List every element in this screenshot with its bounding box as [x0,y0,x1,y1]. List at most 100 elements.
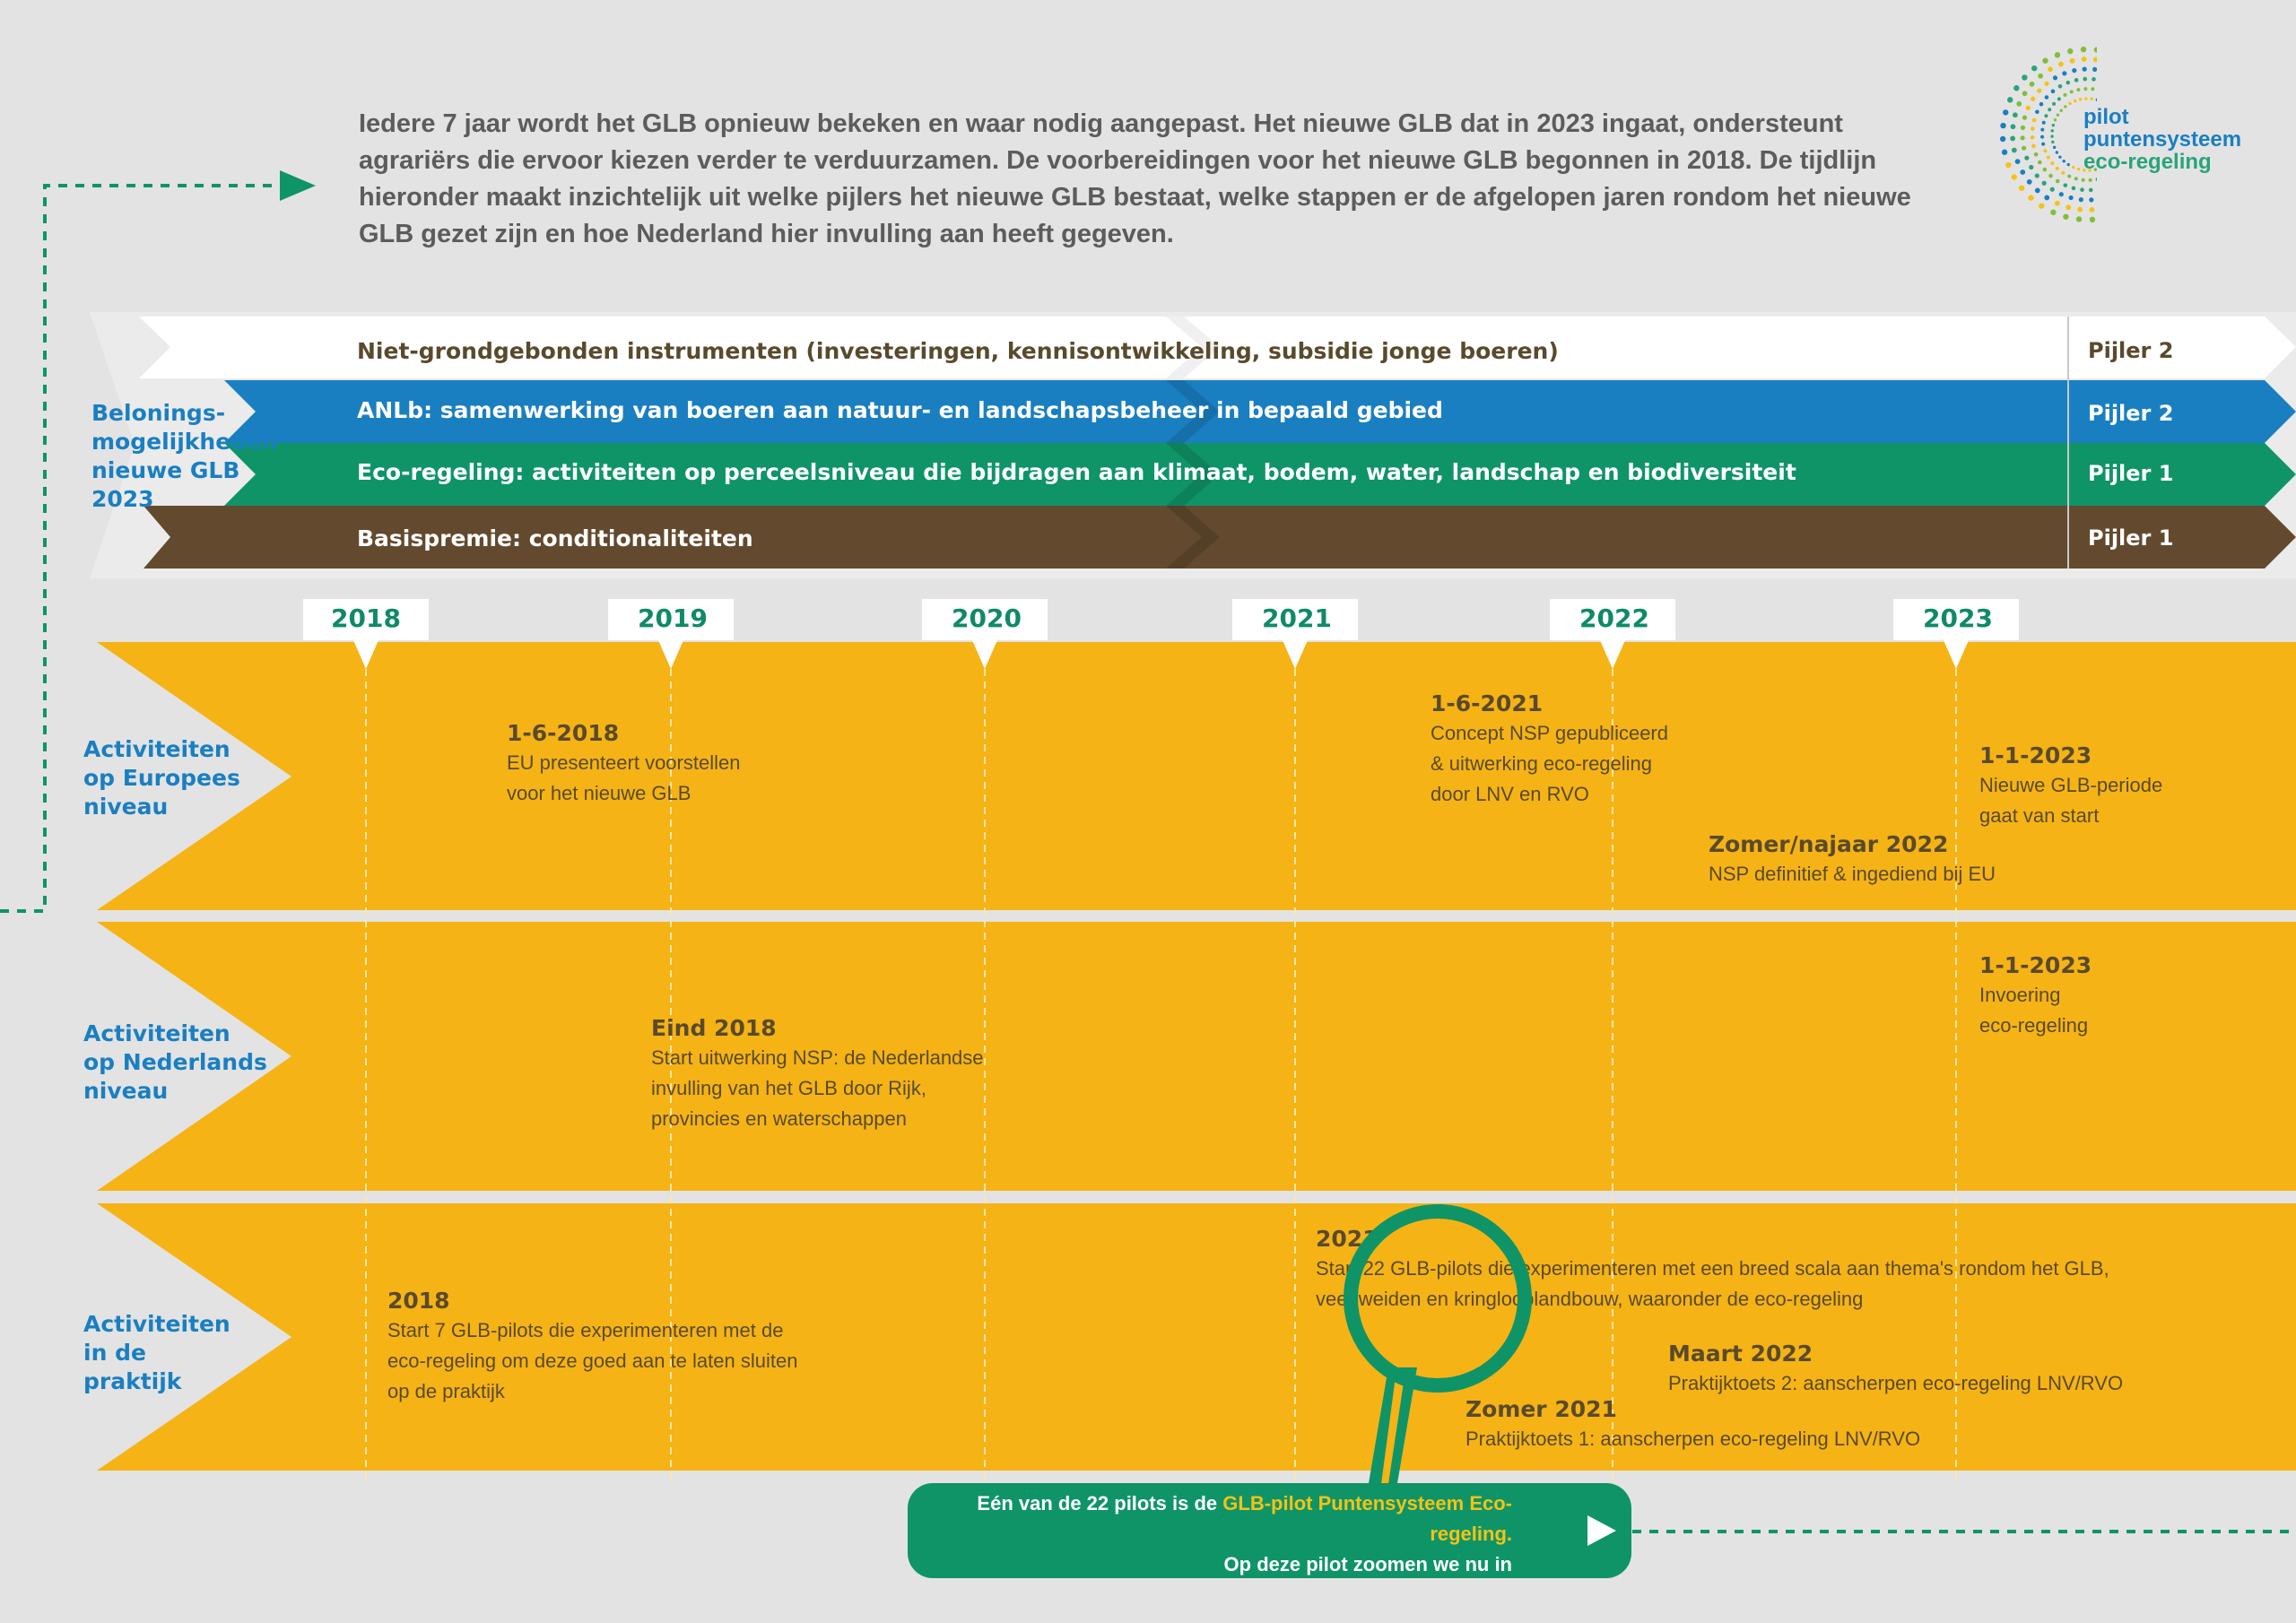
logo-dot [2046,155,2050,160]
year-2021: 2021 [1262,603,1332,633]
logo-dot [2031,96,2036,101]
logo-dot [2067,174,2072,178]
logo-dot [2041,142,2046,146]
logo-dot [2081,178,2085,182]
logo-dot [2037,88,2042,93]
logo-dot [2066,80,2071,85]
logo-dot [2063,92,2067,97]
logo-dot [2022,91,2028,97]
event-nl-eind-2018: Eind 2018 Start uitwerking NSP: de Neder… [651,1014,984,1134]
year-2023: 2023 [1923,603,1993,633]
event-text: EU presenteert voorstellen voor het nieu… [507,751,741,804]
logo-dot [2088,169,2092,172]
band-shadow-0 [1166,317,1220,378]
logo-dot [2083,169,2086,172]
event-eu-1-6-2018: 1-6-2018 EU presenteert voorstellen voor… [507,719,740,809]
year-2022: 2022 [1579,603,1649,633]
logo-dot [2033,152,2039,157]
logo-dot [2051,140,2055,144]
year-2019: 2019 [638,603,708,633]
logo-dot [2013,85,2020,91]
row-label-praktijk: Activiteiten in de praktijk [83,1311,230,1394]
logo-dot [2093,47,2097,53]
logo-dot [2041,120,2046,125]
logo-dot [2048,66,2053,73]
callout-highlight-link[interactable]: GLB-pilot Puntensysteem Eco-regeling. [1222,1492,1512,1545]
year-tags [303,599,2019,669]
event-date: Zomer 2021 [1465,1396,1617,1422]
year-tag-4 [1550,599,1675,669]
event-text: NSP definitief & ingediend bij EU [1709,863,1996,885]
event-text: Praktijktoets 2: aanscherpen eco-regelin… [1668,1372,2124,1394]
logo-dot [1999,135,2006,143]
logo-dot [2069,90,2074,94]
logo-dot [2011,174,2017,180]
logo-dot [2092,77,2096,82]
event-text: Praktijktoets 1: aanscherpen eco-regelin… [1465,1428,1921,1450]
logo-dot [2026,178,2032,185]
row-bg-nederlands [97,922,2296,1191]
event-text: Nieuwe GLB-periode gaat van start [1979,774,2163,827]
logo-dot [2091,87,2095,91]
event-text: Concept NSP gepubliceerd & uitwerking ec… [1431,722,1668,805]
logo-dot [2076,167,2081,171]
logo-dot [2022,74,2028,81]
logo-dot [2078,197,2083,203]
logo-dot [2078,98,2083,101]
band-label-1: ANLb: samenwerking van boeren aan natuur… [357,397,1443,423]
logo-dot [2031,65,2038,72]
logo-dot [2066,204,2072,211]
logo-dot [2051,123,2056,127]
row-bg-europees [97,642,2296,910]
timeline-rows [97,642,2296,1484]
logo-dot [2056,113,2060,117]
pillar-bands [90,312,2296,578]
logo-dot [2074,177,2078,181]
logo-dot [2020,169,2026,175]
event-date: 2021 [1316,1226,1378,1252]
logo-dot [2030,135,2035,140]
logo-dot [2029,164,2034,170]
logo-dot [2014,159,2021,165]
band-bg-0 [139,317,2296,378]
logo-dot [2062,160,2066,163]
logo-dot [2018,185,2025,191]
logo-dot [2090,97,2093,100]
logo-dot [2010,135,2016,142]
left-connector-arrow [0,170,316,913]
logo-dot [2038,73,2044,79]
logo-dot [2082,66,2087,72]
event-eu-1-1-2023: 1-1-2023 Nieuwe GLB-periode gaat van sta… [1979,742,2162,831]
logo-dot [2055,166,2059,170]
logo-dot [2057,84,2063,89]
logo-dot [2052,101,2057,106]
band-label-2: Eco-regeling: activiteiten op perceelsni… [357,459,1796,485]
event-date: 2018 [387,1288,450,1314]
band-pijler-1: Pijler 2 [2088,401,2174,426]
band-pijler-2: Pijler 1 [2088,461,2174,486]
logo-dot [2083,87,2088,91]
logo-dot [2020,135,2025,141]
logo-dot [2067,48,2074,55]
logo-dot [2003,109,2009,116]
logo-dot [2040,127,2045,132]
logo-dot [2059,108,2063,112]
event-date: 1-1-2023 [1979,742,2092,768]
logo-dot [2058,192,2064,197]
logo-dot [2072,67,2077,74]
band-bg-1 [224,380,2296,443]
logo-dot [2029,81,2035,87]
logo-dot [2054,52,2061,58]
logo-dot [2093,168,2097,171]
event-pr-2021: 2021 Start 22 GLB-pilots die experimente… [1316,1225,2109,1315]
logo-dot [2089,206,2095,213]
event-text: Start 22 GLB-pilots die experimenteren m… [1316,1257,2109,1310]
year-tag-5 [1893,599,2019,669]
event-text: Start 7 GLB-pilots die experimenteren me… [387,1319,798,1402]
logo-dot [2044,81,2049,86]
logo-dot [2041,180,2047,186]
logo-dot [2042,57,2048,64]
logo-dot [2050,89,2056,94]
logo-dot [2081,56,2087,63]
row-label-europees: Activiteiten op Europees niveau [83,736,240,820]
